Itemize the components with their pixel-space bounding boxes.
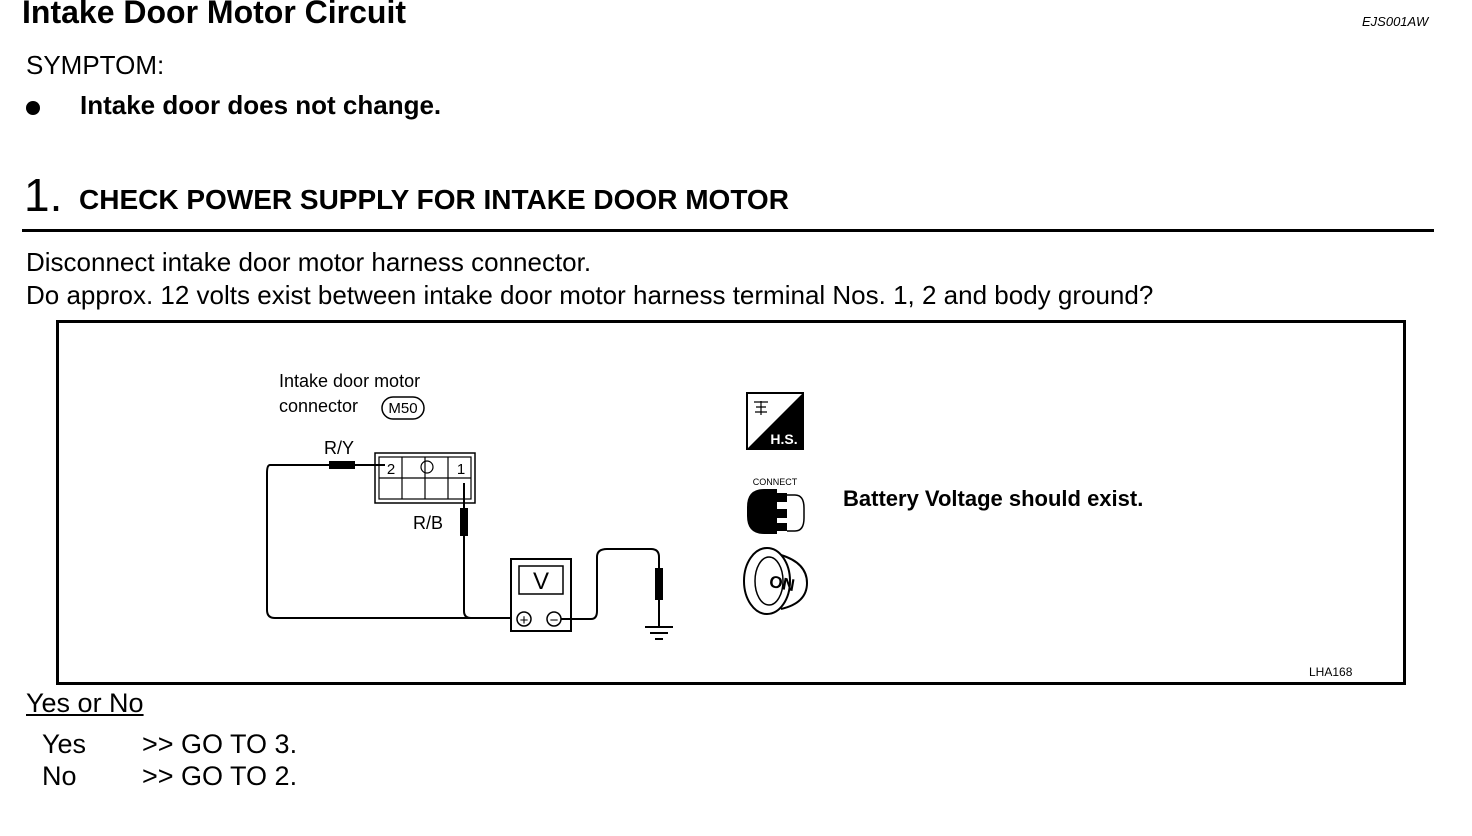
- section-divider: [22, 229, 1434, 232]
- pin-1-label: 1: [457, 461, 465, 478]
- ignition-on-label: ON: [768, 572, 796, 595]
- connector-label: Intake door motor: [279, 371, 420, 391]
- step-title: CHECK POWER SUPPLY FOR INTAKE DOOR MOTOR: [79, 184, 789, 215]
- result-text: Battery Voltage should exist.: [843, 486, 1143, 511]
- symptom-item: Intake door does not change.: [80, 90, 442, 120]
- plus-terminal: +: [520, 612, 529, 629]
- probe-ry: [266, 461, 499, 619]
- probe-rb: [460, 483, 521, 619]
- hs-badge-icon: [746, 392, 804, 450]
- hs-badge-label: H.S.: [770, 431, 797, 447]
- answer-no-label: No: [42, 761, 77, 791]
- connector-code-badge: [381, 396, 425, 420]
- figure-id: LHA168: [1309, 665, 1353, 679]
- diagram-figure: Intake door motor connector M50 R/Y R/B …: [56, 320, 1406, 685]
- wiring-diagram: Intake door motor connector M50 R/Y R/B …: [266, 371, 1353, 679]
- bullet-icon: [26, 101, 40, 115]
- page-title: Intake Door Motor Circuit: [22, 0, 407, 30]
- voltmeter-symbol: V: [533, 568, 549, 595]
- ground-icon: [645, 626, 673, 640]
- connector-label: connector: [279, 396, 358, 416]
- connect-icon: [747, 489, 805, 534]
- pin-2-label: 2: [387, 461, 395, 478]
- minus-terminal: −: [550, 612, 559, 629]
- instruction-line: Do approx. 12 volts exist between intake…: [26, 280, 1154, 310]
- answer-no-action[interactable]: >> GO TO 2.: [142, 761, 298, 791]
- answer-yes-label: Yes: [42, 729, 87, 759]
- ignition-key-icon: [743, 547, 809, 615]
- ground-lead: [561, 548, 663, 626]
- wire-label-ry: R/Y: [324, 438, 354, 458]
- connector-icon: [374, 452, 476, 504]
- symptom-label: SYMPTOM:: [26, 50, 165, 80]
- instruction-line: Disconnect intake door motor harness con…: [26, 247, 592, 277]
- connector-code: M50: [388, 400, 417, 417]
- wire-label-rb: R/B: [413, 513, 443, 533]
- connect-label: CONNECT: [753, 477, 798, 487]
- voltmeter-icon: [510, 558, 572, 632]
- step-number: 1.: [24, 169, 63, 221]
- document-id: EJS001AW: [1362, 14, 1429, 29]
- answer-yes-action[interactable]: >> GO TO 3.: [142, 729, 298, 759]
- answer-heading: Yes or No: [26, 688, 144, 718]
